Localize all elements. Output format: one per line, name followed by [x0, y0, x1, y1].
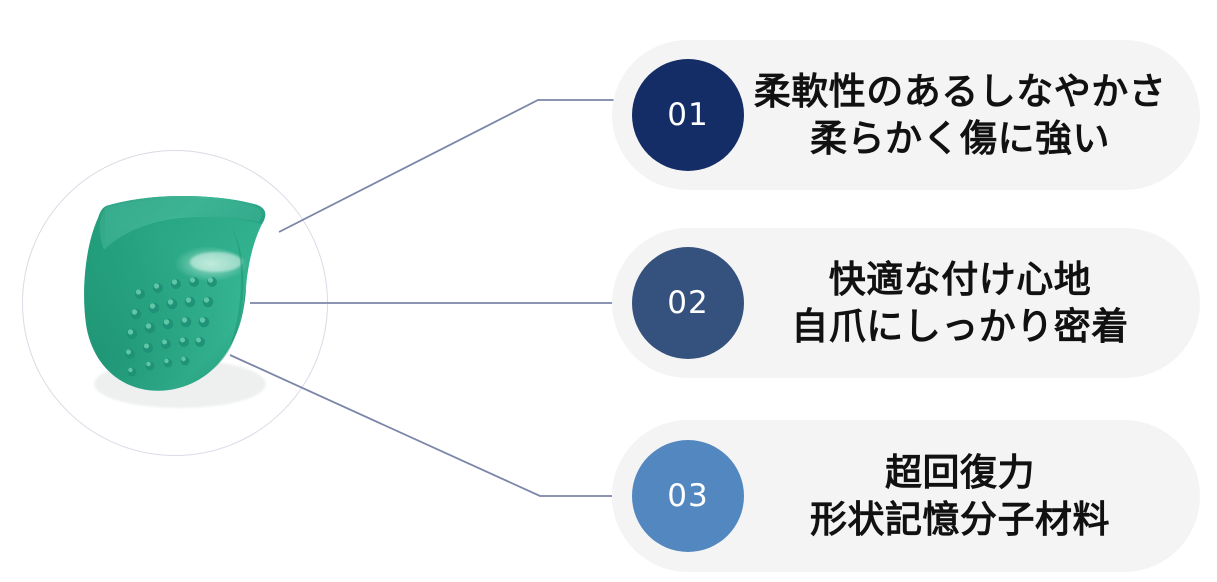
feature-text-1: 柔軟性のあるしなやかさ 柔らかく傷に強い	[744, 68, 1200, 163]
badge-label-2: 02	[667, 285, 709, 321]
connector-line-1	[278, 99, 622, 233]
feature-text-1-line2: 柔らかく傷に強い	[810, 117, 1110, 160]
feature-text-3: 超回復力 形状記憶分子材料	[744, 449, 1200, 544]
feature-card-3[interactable]: 03 超回復力 形状記憶分子材料	[612, 420, 1200, 572]
badge-number-2: 02	[632, 247, 744, 359]
badge-label-3: 03	[667, 478, 709, 514]
feature-text-3-line2: 形状記憶分子材料	[810, 498, 1110, 541]
badge-number-3: 03	[632, 440, 744, 552]
badge-label-1: 01	[667, 97, 709, 133]
product-image-circle	[22, 150, 328, 456]
feature-text-2: 快適な付け心地 自爪にしっかり密着	[744, 256, 1200, 351]
feature-text-3-line1: 超回復力	[885, 450, 1035, 494]
feature-card-2[interactable]: 02 快適な付け心地 自爪にしっかり密着	[612, 228, 1200, 378]
badge-number-1: 01	[632, 59, 744, 171]
feature-text-2-line1: 快適な付け心地	[828, 257, 1092, 301]
feature-text-2-line2: 自爪にしっかり密着	[791, 305, 1129, 348]
feature-text-1-line1: 柔軟性のあるしなやかさ	[753, 69, 1167, 113]
nail-tip-product-photo	[48, 188, 306, 418]
feature-card-1[interactable]: 01 柔軟性のあるしなやかさ 柔らかく傷に強い	[612, 40, 1200, 190]
